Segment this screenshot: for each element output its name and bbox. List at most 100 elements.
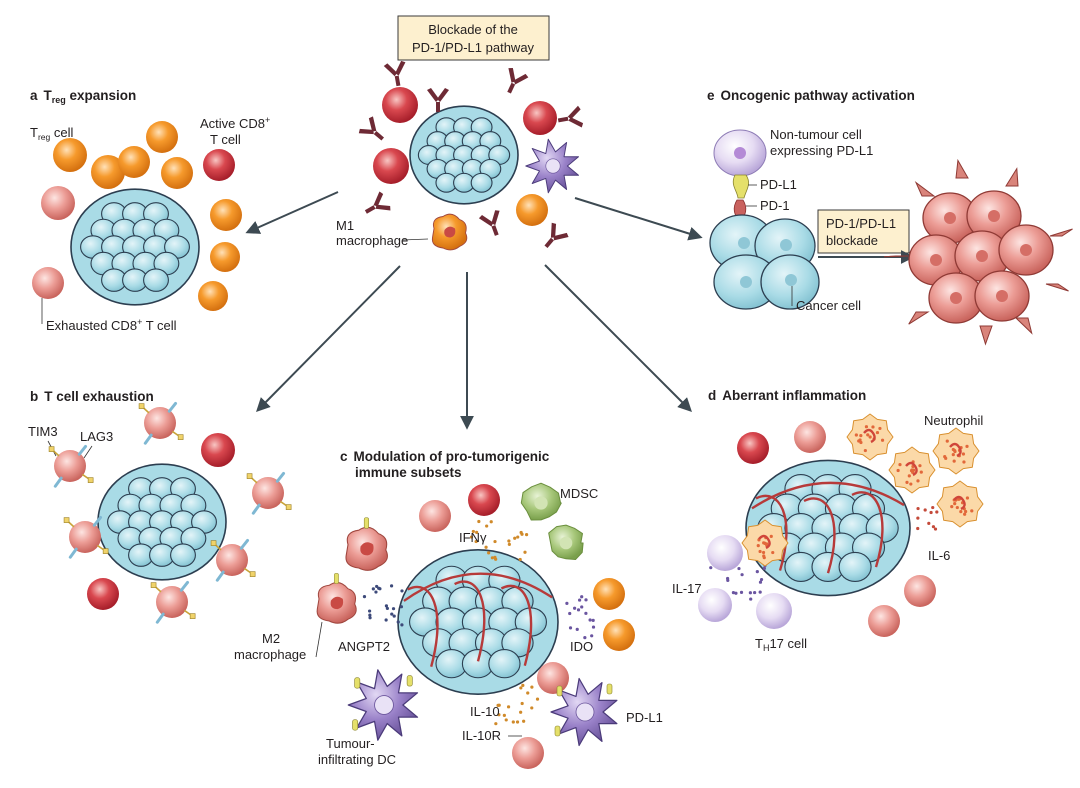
pd-l1-ligand	[406, 675, 413, 687]
lag3-receptor	[215, 570, 225, 582]
panel-a-tumour	[70, 188, 200, 306]
pd-l1-ligand	[352, 719, 359, 731]
lag3-receptor	[143, 433, 153, 445]
tim3-label: TIM3	[28, 424, 58, 439]
m2-macrophage-cell	[345, 517, 388, 571]
neutrophil-cell	[888, 446, 936, 494]
pd-l1-ligand	[732, 174, 749, 199]
lag3-receptor	[251, 503, 261, 515]
th17-label: TH17 cell	[755, 636, 807, 653]
panel-d-tumour	[745, 459, 911, 597]
arrow-to-panel-a	[245, 191, 339, 234]
nontumour-label-line1: Non-tumour cell	[770, 127, 862, 142]
e-blockade-line1: PD-1/PD-L1	[826, 216, 896, 231]
th17-cell	[707, 535, 743, 571]
treg-cell	[161, 157, 193, 189]
cd8-t-cell	[523, 101, 557, 135]
antibody-icon	[427, 88, 449, 112]
pd-l1-ligand	[554, 725, 561, 737]
m2-pointer	[315, 621, 323, 658]
center-antibodies	[358, 60, 584, 249]
cytokine-dots	[565, 595, 596, 640]
pd-l1-ligand	[556, 685, 563, 697]
m1-label-line1: M1	[336, 218, 354, 233]
e-blockade-line2: blockade	[826, 233, 878, 248]
neutrophil-cell	[932, 427, 980, 475]
exhausted-t-cell-receptors	[150, 580, 196, 624]
m2-label-line1: M2	[262, 631, 280, 646]
arrow-to-panel-b	[256, 265, 401, 412]
mdsc-label: MDSC	[560, 486, 598, 501]
exhausted-t-cell-receptors	[138, 401, 184, 445]
th17-cell	[698, 588, 732, 622]
il10-label: IL-10	[470, 704, 500, 719]
center-tumour	[409, 105, 519, 205]
arrows	[245, 191, 703, 430]
m1-macrophage-cell	[431, 213, 468, 251]
neutrophil-label: Neutrophil	[924, 413, 983, 428]
treg-cell-label: Treg cell	[30, 125, 73, 142]
dendritic-cell	[525, 138, 580, 194]
treg-cell	[603, 619, 635, 651]
lag3-receptor	[77, 444, 88, 456]
il6-label: IL-6	[928, 548, 950, 563]
pd-l1-ligand	[334, 573, 339, 584]
lag3-label: LAG3	[80, 429, 113, 444]
e-pdl1-label: PD-L1	[760, 177, 797, 192]
antibody-icon	[383, 60, 406, 87]
treg-cell	[593, 578, 625, 610]
antibody-icon	[478, 210, 500, 236]
m1-pointer	[401, 238, 429, 241]
cytokine-dots	[362, 584, 404, 627]
angpt2-label: ANGPT2	[338, 639, 390, 654]
tumour-cell	[170, 543, 196, 567]
antibody-icon	[557, 105, 584, 128]
pd-l1-ligand	[363, 517, 369, 529]
treg-cell	[53, 138, 87, 172]
cd8-t-cell	[382, 87, 418, 123]
active-cd8-t-cell	[203, 149, 235, 181]
tumour-cell	[488, 649, 521, 679]
antibody-icon	[544, 222, 569, 249]
exhausted-cd8-t-cell	[32, 267, 64, 299]
antibody-icon	[507, 67, 529, 94]
lag3-receptor	[68, 547, 78, 559]
cd8-t-cell	[87, 578, 119, 610]
exhausted-t-cell-receptors	[246, 471, 292, 515]
ifng-label: IFNγ	[459, 530, 487, 545]
c-pdl1-label: PD-L1	[626, 710, 663, 725]
panel-c-title-line2: immune subsets	[355, 465, 462, 480]
lag3-receptor	[92, 515, 103, 527]
antibody-icon	[358, 116, 385, 141]
t-cell	[537, 662, 569, 694]
panel-c-tumour	[397, 548, 559, 695]
cd8-t-cell	[737, 432, 769, 464]
arrow-to-panel-e	[574, 197, 703, 241]
cytokine-dots	[469, 519, 529, 562]
e-pd1-label: PD-1	[760, 198, 790, 213]
pd-l1-ligand	[354, 677, 361, 689]
pd-l1-ligand	[606, 683, 613, 695]
treg-cell	[210, 242, 240, 272]
blood-vessel	[403, 572, 553, 602]
lag3-receptor	[155, 612, 165, 624]
tumour-cell	[470, 172, 493, 193]
th17-cell	[756, 593, 792, 629]
blood-vessel	[454, 580, 486, 662]
treg-cell	[516, 194, 548, 226]
treg-cell	[198, 281, 228, 311]
tumour-cell	[143, 268, 169, 292]
lag3-receptor	[239, 538, 250, 550]
exhausted-cd8-label: Exhausted CD8+ T cell	[46, 317, 177, 333]
neutrophil-cell	[846, 413, 894, 461]
lag3-receptor	[275, 471, 286, 483]
